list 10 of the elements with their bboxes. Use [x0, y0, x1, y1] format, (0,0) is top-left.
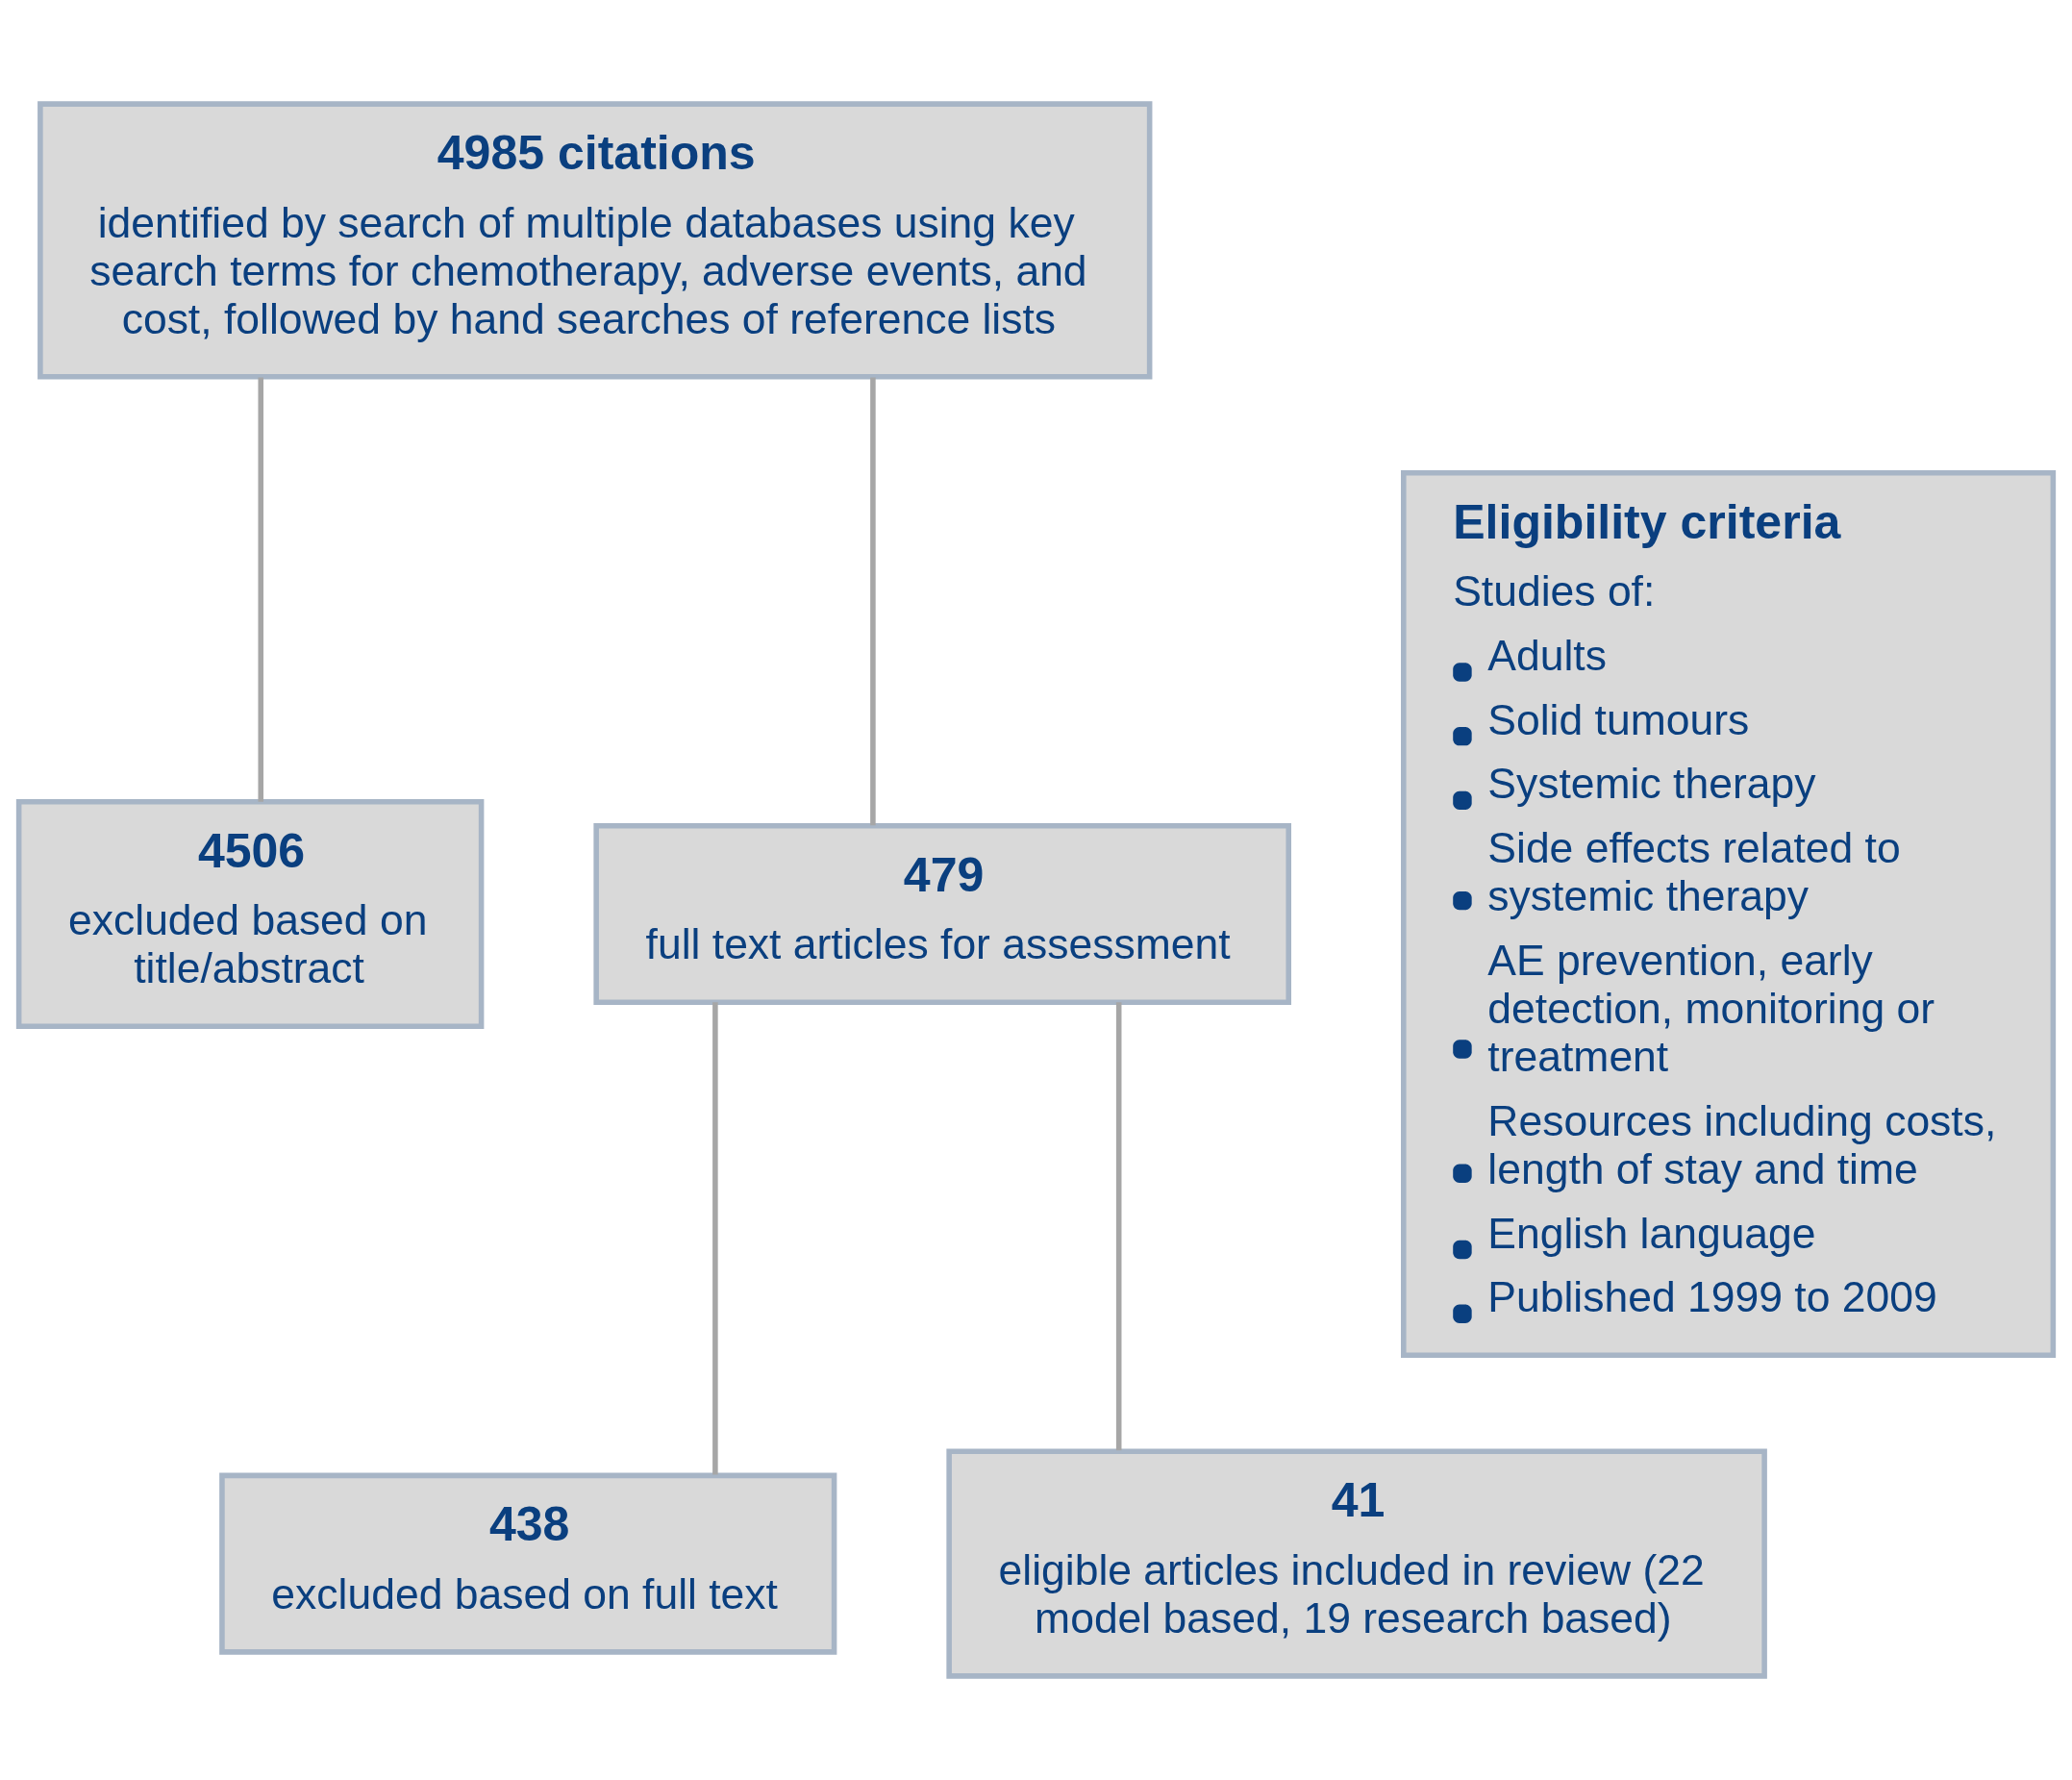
node-box: Eligibility criteria Studies of: Adults Solid tumours Systemic therapy Side effects related to systemic therapy AE prevention, early detection, monitoring or treatment Resources including costs, length of stay and time English language Published 1999 to 2009 — [1401, 470, 2057, 1359]
node-box: 4506 excluded based on title/abstract — [15, 798, 485, 1030]
node-box: 479 full text articles for assessment — [593, 823, 1291, 1006]
node-box: 4985 citations identified by search of multiple databases using key search terms for chemotherapy, adverse events, and cost, followed by hand searches of reference lists — [37, 101, 1153, 380]
connector — [258, 377, 263, 802]
connector — [870, 377, 876, 826]
connector — [712, 1002, 718, 1475]
node-box: 41 eligible articles included in review (22 model based, 19 research based) — [946, 1448, 1767, 1679]
connector — [1115, 1002, 1122, 1451]
node-box: 438 excluded based on full text — [219, 1472, 837, 1655]
